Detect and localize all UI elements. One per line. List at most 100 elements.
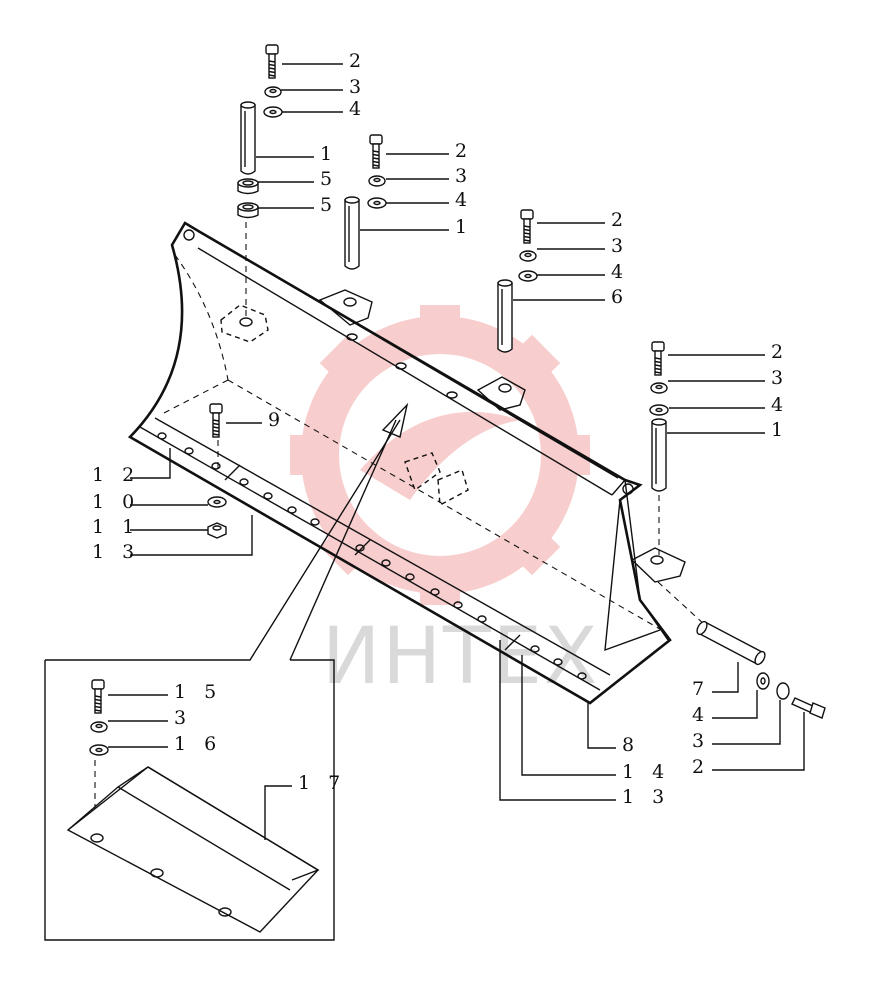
bolt-2-stack-c (520, 209, 534, 244)
leader-c-14 (521, 655, 616, 776)
bolt-2-stack-a (265, 44, 279, 79)
right-end-plate (611, 478, 669, 641)
callout-label-c-7: 7 (692, 678, 710, 700)
leader-c-13-a (130, 515, 253, 556)
lock-washer-3-inset (90, 721, 108, 733)
leader-c-8 (587, 703, 616, 749)
detail-callout-right (289, 419, 397, 661)
callout-label-c-8: 8 (622, 734, 640, 756)
leader-c-2-f (712, 712, 805, 771)
bolt-2-side (791, 697, 826, 719)
callout-label-c-4-c: 4 (611, 261, 629, 283)
callout-label-c-3-f: 3 (692, 730, 710, 752)
cutting-edge-line (139, 426, 601, 691)
callout-label-c-1-d: 1 (771, 419, 789, 441)
callout-label-c-3-c: 3 (611, 235, 629, 257)
washer-4-stack-d (649, 404, 669, 416)
callout-label-c-11: 1 1 (92, 516, 140, 538)
bolt-9 (209, 403, 223, 438)
lock-washer-3-stack-c (519, 250, 537, 262)
wear-plate-edges (67, 766, 320, 891)
callout-label-c-2-b: 2 (455, 140, 473, 162)
callout-label-c-3-d: 3 (771, 367, 789, 389)
callout-label-c-2-f: 2 (692, 756, 710, 778)
callout-label-c-15: 1 5 (174, 681, 222, 703)
callout-label-c-6: 6 (611, 286, 629, 308)
callout-label-c-3-b: 3 (455, 165, 473, 187)
explode-lines (94, 222, 706, 820)
detail-arrow-head (381, 402, 409, 438)
lock-washer-3-side (776, 682, 790, 700)
pin-1-stack-a (240, 101, 256, 175)
hardware-stacks (89, 44, 669, 756)
washer-4-stack-a (263, 106, 283, 118)
callout-label-c-12: 1 2 (92, 464, 140, 486)
cutting-edge-upper-line (154, 417, 611, 676)
callout-label-c-13-a: 1 3 (92, 541, 140, 563)
leader-c-7 (712, 662, 739, 693)
leader-c-4-e (712, 690, 758, 719)
lock-washer-3-stack-b (368, 175, 386, 187)
callout-label-c-3-e: 3 (174, 707, 192, 729)
hidden-left-bottom (159, 379, 229, 416)
callout-label-c-16: 1 6 (174, 733, 222, 755)
pin-1-stack-d (651, 418, 667, 492)
watermark-gear-logo (290, 305, 590, 605)
lock-washer-3-stack-a (264, 86, 282, 98)
rear-mounting-brackets (220, 289, 686, 583)
face-bolt-holes (346, 333, 458, 399)
nut-11 (207, 522, 227, 539)
watermark-gear-tooth (506, 334, 561, 389)
leader-c-12 (130, 448, 171, 479)
callout-label-c-5-b: 5 (320, 194, 338, 216)
hidden-back-edge (227, 379, 666, 633)
bolt-15 (91, 679, 105, 714)
washer-4-side (756, 672, 770, 690)
bracket-center-right (476, 376, 526, 411)
callout-label-c-4-b: 4 (455, 189, 473, 211)
pin-1-stack-b (344, 196, 360, 270)
leader-c-17 (264, 785, 292, 840)
bushing-5-upper (237, 178, 259, 195)
washer-10 (207, 496, 227, 508)
bolt-2-stack-b (369, 134, 383, 169)
cutting-edge-segment-dividers (224, 464, 521, 651)
watermark-swoosh (360, 411, 520, 500)
detail-callout-left (45, 419, 401, 661)
callout-label-c-10: 1 0 (92, 491, 140, 513)
right-end-plate-inner (604, 499, 661, 652)
leader-c-13-b (499, 640, 616, 801)
leader-c-3-f (712, 700, 781, 745)
right-pin-hole (622, 483, 634, 495)
left-end-plate (171, 222, 186, 246)
lock-washer-3-stack-d (650, 382, 668, 394)
watermark-text: ИНТЕХ (322, 612, 599, 702)
callout-label-c-2-d: 2 (771, 341, 789, 363)
blade-top-inner-edge (197, 247, 613, 496)
watermark-gear-tooth (319, 521, 374, 576)
washer-4-stack-b (367, 197, 387, 209)
callout-label-c-2-c: 2 (611, 209, 629, 231)
detail-box-frame (44, 659, 335, 941)
callout-label-c-14: 1 4 (622, 761, 670, 783)
callout-label-c-13-b: 1 3 (622, 786, 670, 808)
bracket-center-left (318, 289, 373, 326)
blade-top-edge (199, 231, 619, 479)
callout-label-c-2-a: 2 (349, 50, 367, 72)
washer-4-stack-c (518, 270, 538, 282)
bracket-right (630, 547, 686, 583)
callout-label-c-1-b: 1 (455, 216, 473, 238)
wear-plate-detail-inset (44, 402, 409, 941)
bracket-left (220, 304, 269, 343)
cutting-edge-holes (157, 432, 587, 680)
cylinder-lugs (404, 452, 469, 507)
callout-label-c-4-a: 4 (349, 98, 367, 120)
leader-lines (108, 63, 805, 840)
callout-label-c-4-e: 4 (692, 704, 710, 726)
watermark-gear-tooth (506, 521, 561, 576)
watermark-gear-tooth (290, 435, 326, 475)
dozer-blade (127, 221, 672, 705)
left-pin-hole (183, 229, 195, 241)
watermark-gear-tooth (319, 334, 374, 389)
